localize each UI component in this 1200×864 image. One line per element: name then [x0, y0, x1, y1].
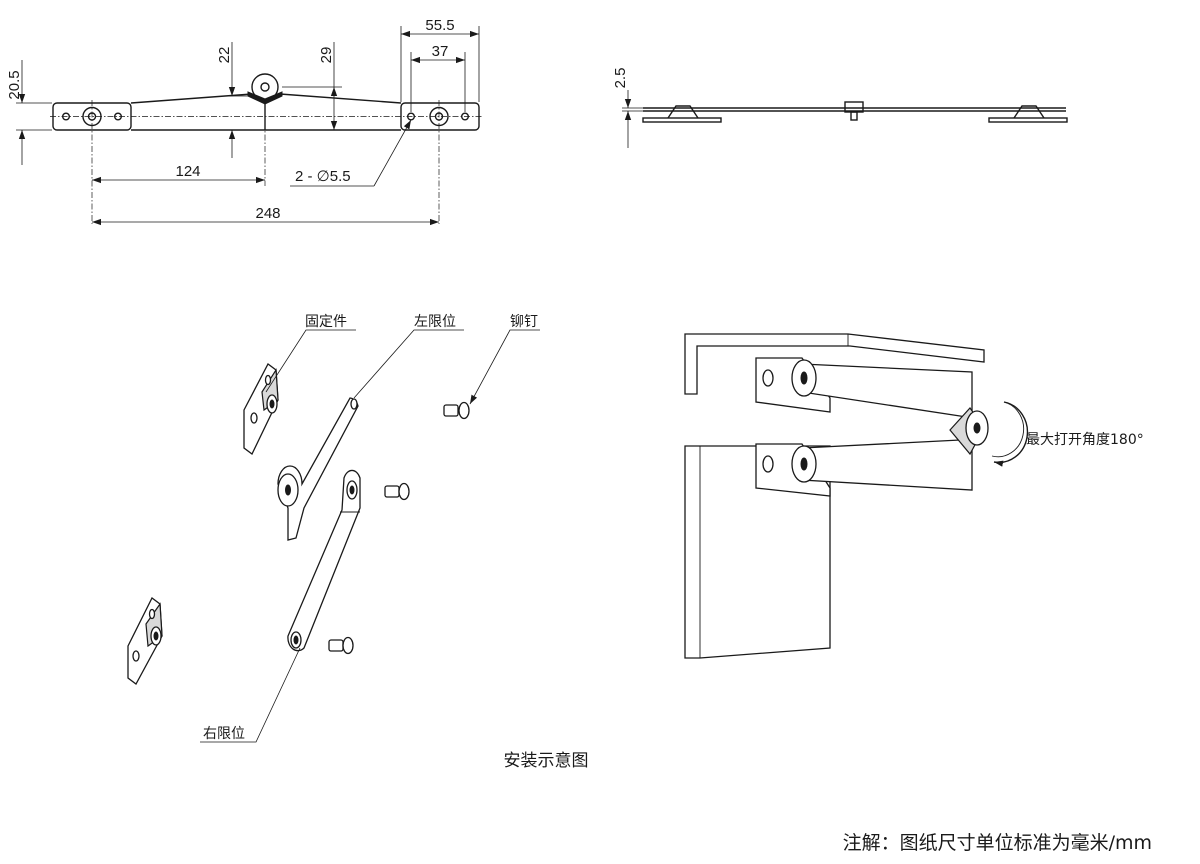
- label-max-angle: 最大打开角度180°: [1026, 431, 1144, 448]
- side-left-plate: [642, 117, 722, 123]
- dim-hole-callout: 2 - ∅5.5: [295, 168, 351, 185]
- fixed-part-upper: [243, 363, 279, 455]
- fixed-part-lower: [127, 597, 163, 685]
- front-view: 20.5 22 29 55.5 37 124 248: [6, 17, 483, 226]
- dim-22: 22: [216, 47, 233, 64]
- dim-2-5: 2.5: [612, 68, 629, 89]
- dim-248: 248: [255, 205, 280, 222]
- label-rivet: 铆钉: [510, 314, 538, 330]
- right-limit-arm: [287, 469, 361, 652]
- dim-124: 124: [175, 163, 200, 180]
- lid-panel: [684, 333, 985, 395]
- rivet-1: [443, 401, 470, 420]
- side-view: 2.5: [612, 68, 1068, 148]
- dim-37: 37: [432, 43, 449, 60]
- install-caption: 安装示意图: [504, 751, 589, 771]
- label-right-limit: 右限位: [203, 726, 245, 742]
- dim-29: 29: [318, 47, 335, 64]
- label-left-limit: 左限位: [414, 314, 456, 330]
- assembly-view: 最大打开角度180°: [684, 333, 1144, 659]
- rivet-3: [328, 636, 354, 655]
- dim-20-5: 20.5: [6, 70, 23, 99]
- rotation-arrow: [993, 401, 1029, 467]
- dim-55-5: 55.5: [425, 17, 454, 34]
- unit-note: 注解：图纸尺寸单位标准为毫米/mm: [843, 832, 1152, 854]
- left-arm: [130, 93, 265, 131]
- right-arm: [265, 93, 402, 131]
- rivet-2: [384, 482, 410, 501]
- center-hinge-knuckle: [251, 73, 279, 101]
- left-limit-arm: [277, 397, 359, 541]
- label-fixed-part: 固定件: [305, 314, 347, 330]
- side-right-plate: [988, 117, 1068, 123]
- exploded-view: 固定件 左限位 铆钉 右限位: [127, 314, 540, 743]
